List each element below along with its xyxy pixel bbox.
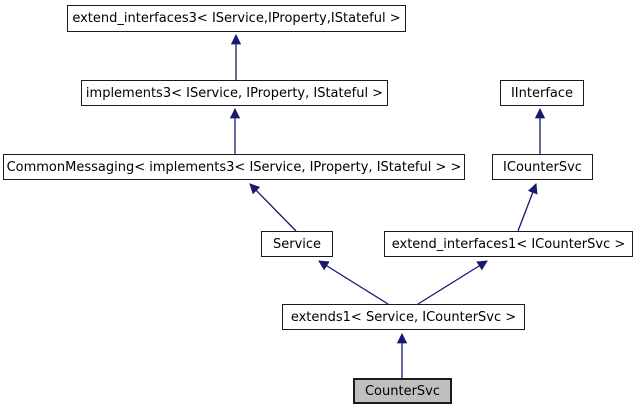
node-implements3[interactable]: implements3< IService, IProperty, IState… (81, 80, 388, 106)
edge-service-to-commonmessaging (249, 183, 297, 232)
edge-extends1-to-service (318, 260, 389, 305)
edge-extends1-to-extend-interfaces1 (417, 260, 488, 305)
node-iinterface[interactable]: IInterface (500, 80, 584, 106)
node-extends1[interactable]: extends1< Service, ICounterSvc > (282, 304, 525, 330)
node-commonmessaging[interactable]: CommonMessaging< implements3< IService, … (3, 154, 465, 180)
node-countersvc: CounterSvc (353, 378, 452, 404)
node-extend-interfaces3[interactable]: extend_interfaces3< IService,IProperty,I… (67, 5, 406, 32)
edge-extend-interfaces1-to-icountersvc (517, 183, 538, 232)
node-service[interactable]: Service (261, 231, 333, 257)
node-extend-interfaces1[interactable]: extend_interfaces1< ICounterSvc > (384, 231, 633, 257)
node-icountersvc[interactable]: ICounterSvc (492, 154, 593, 180)
